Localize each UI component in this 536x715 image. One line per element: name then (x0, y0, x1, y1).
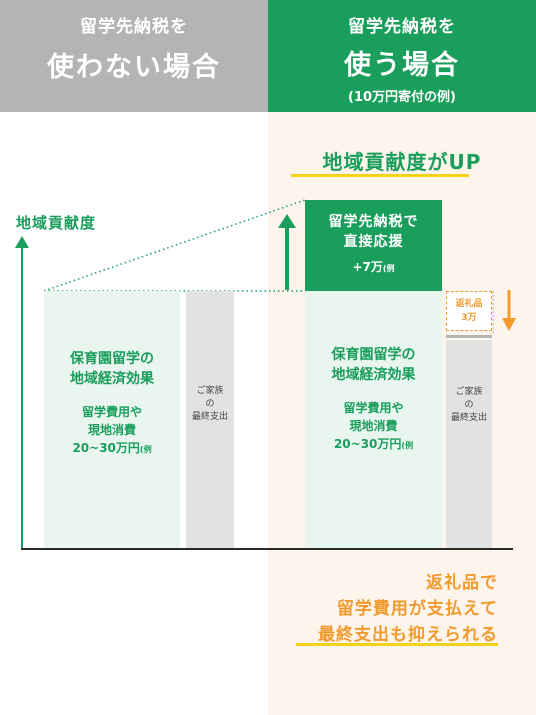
left-gray-line3: 最終支出 (191, 412, 228, 422)
dotted-guide-diagonal (43, 199, 306, 292)
down-arrow-icon (502, 290, 516, 331)
header-with-tax: 留学先納税を 使う場合 (10万円寄付の例) (268, 0, 536, 112)
conclusion-text: 返礼品で 留学費用が支払えて 最終支出も抑えられる (268, 570, 498, 648)
left-bar-sub2: 現地消費 (87, 423, 136, 437)
header-right-line2: 使う場合 (344, 50, 460, 81)
left-family-expense-bar: ご家族 の 最終支出 (186, 291, 234, 548)
y-axis-arrowhead (15, 236, 29, 248)
right-economic-effect-bar: 保育園留学の 地域経済効果 留学費用や 現地消費 20~30万円(例 (305, 291, 442, 548)
right-bar-amount-row: 20~30万円(例 (305, 435, 442, 455)
left-bar-sub1: 留学費用や (81, 405, 142, 419)
right-family-expense-bar: ご家族 の 最終支出 (446, 340, 492, 548)
left-bar-title2: 地域経済効果 (70, 371, 154, 387)
left-economic-effect-bar: 保育園留学の 地域経済効果 留学費用や 現地消費 20~30万円(例 (44, 291, 180, 548)
header-left-line1: 留学先納税を (80, 17, 188, 37)
right-bar-amount: 20~30万円 (333, 437, 402, 451)
direct-support-box: 留学先納税で 直接応援 +7万(例 (305, 200, 442, 291)
right-bar-title2: 地域経済効果 (331, 367, 416, 383)
right-gray-line3: 最終支出 (450, 413, 487, 423)
header-without-tax: 留学先納税を 使わない場合 (0, 0, 268, 112)
up-arrow-icon (278, 214, 296, 290)
header-left-line2: 使わない場合 (47, 52, 221, 83)
y-axis (21, 246, 23, 550)
left-bar-title1: 保育園留学の (70, 351, 154, 367)
conclusion-line3: 最終支出も抑えられる (318, 625, 498, 645)
gift-line1: 返礼品 (455, 299, 483, 309)
headline: 地域貢献度がUP (322, 150, 482, 174)
support-amount-note: (例 (382, 264, 395, 273)
support-line2: 直接応援 (343, 234, 404, 250)
left-bar-amount: 20~30万円 (72, 441, 140, 455)
y-axis-label: 地域貢献度 (16, 214, 97, 232)
support-amount-row: +7万(例 (305, 258, 442, 275)
left-bar-amount-note: (例 (139, 445, 152, 454)
gift-reduction-box: 返礼品 3万 (446, 291, 492, 331)
left-bar-amount-row: 20~30万円(例 (44, 439, 180, 459)
right-gray-line2: の (464, 400, 474, 410)
left-gray-line2: の (205, 399, 215, 409)
x-axis (21, 548, 513, 550)
right-bar-amount-note: (例 (401, 441, 414, 450)
header-right-line1: 留学先納税を (348, 17, 456, 37)
support-amount: +7万 (352, 260, 383, 274)
gift-reduction-line (446, 335, 492, 338)
left-gray-line1: ご家族 (196, 386, 224, 396)
right-gray-line1: ご家族 (455, 387, 483, 397)
gift-line2: 3万 (461, 313, 477, 323)
right-bar-title1: 保育園留学の (331, 347, 416, 363)
support-line1: 留学先納税で (328, 214, 419, 230)
conclusion-line1: 返礼品で (426, 573, 498, 593)
conclusion-underline (296, 643, 498, 646)
conclusion-line2: 留学費用が支払えて (336, 599, 498, 619)
right-bar-sub2: 現地消費 (349, 419, 398, 433)
right-bar-sub1: 留学費用や (343, 401, 404, 415)
header-right-note: (10万円寄付の例) (348, 90, 456, 105)
headline-underline (291, 174, 469, 177)
